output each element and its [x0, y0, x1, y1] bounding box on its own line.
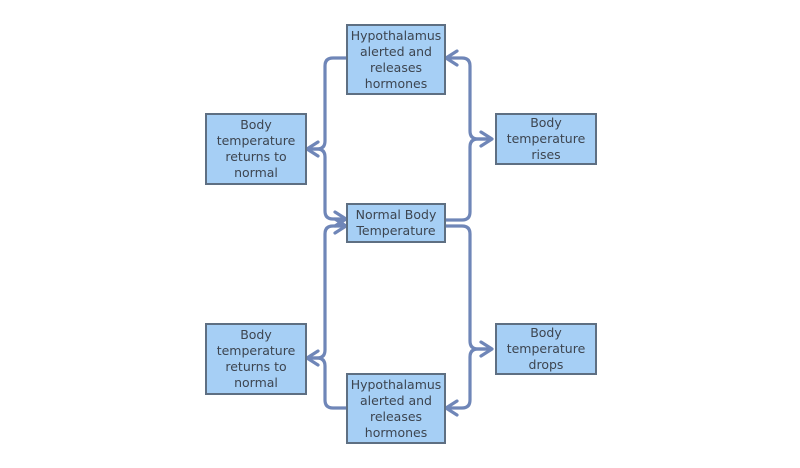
node-normal-body-temperature: Normal Body Temperature: [346, 203, 446, 243]
connector-returns-bottom-to-normal: [307, 224, 346, 360]
arrowhead-hypothalamus-bottom: [444, 399, 459, 417]
connector-rises-to-hypothalamus-top: [446, 56, 492, 141]
node-hypothalamus-bottom: Hypothalamus alerted and releases hormon…: [346, 373, 446, 444]
node-returns-to-normal-top: Body temperature returns to normal: [205, 113, 307, 185]
arrowhead-returns-bottom: [305, 349, 320, 367]
connector-normal-to-rises: [444, 137, 492, 222]
arrowhead-returns-top: [305, 140, 320, 158]
arrowhead-rises: [479, 130, 494, 148]
node-returns-to-normal-bottom: Body temperature returns to normal: [205, 323, 307, 395]
arrowhead-hypothalamus-top: [444, 49, 459, 67]
node-temperature-rises: Body temperature rises: [495, 113, 597, 165]
connector-returns-top-to-normal: [307, 147, 346, 221]
connector-hypothalamus-top-to-returns-top: [307, 56, 348, 151]
node-hypothalamus-top: Hypothalamus alerted and releases hormon…: [346, 24, 446, 95]
connector-hypothalamus-bottom-to-returns-bottom: [307, 356, 348, 410]
connector-normal-to-drops: [444, 224, 492, 351]
arrowhead-drops: [479, 340, 494, 358]
node-temperature-drops: Body temperature drops: [495, 323, 597, 375]
connector-drops-to-hypothalamus-bottom: [446, 347, 492, 410]
